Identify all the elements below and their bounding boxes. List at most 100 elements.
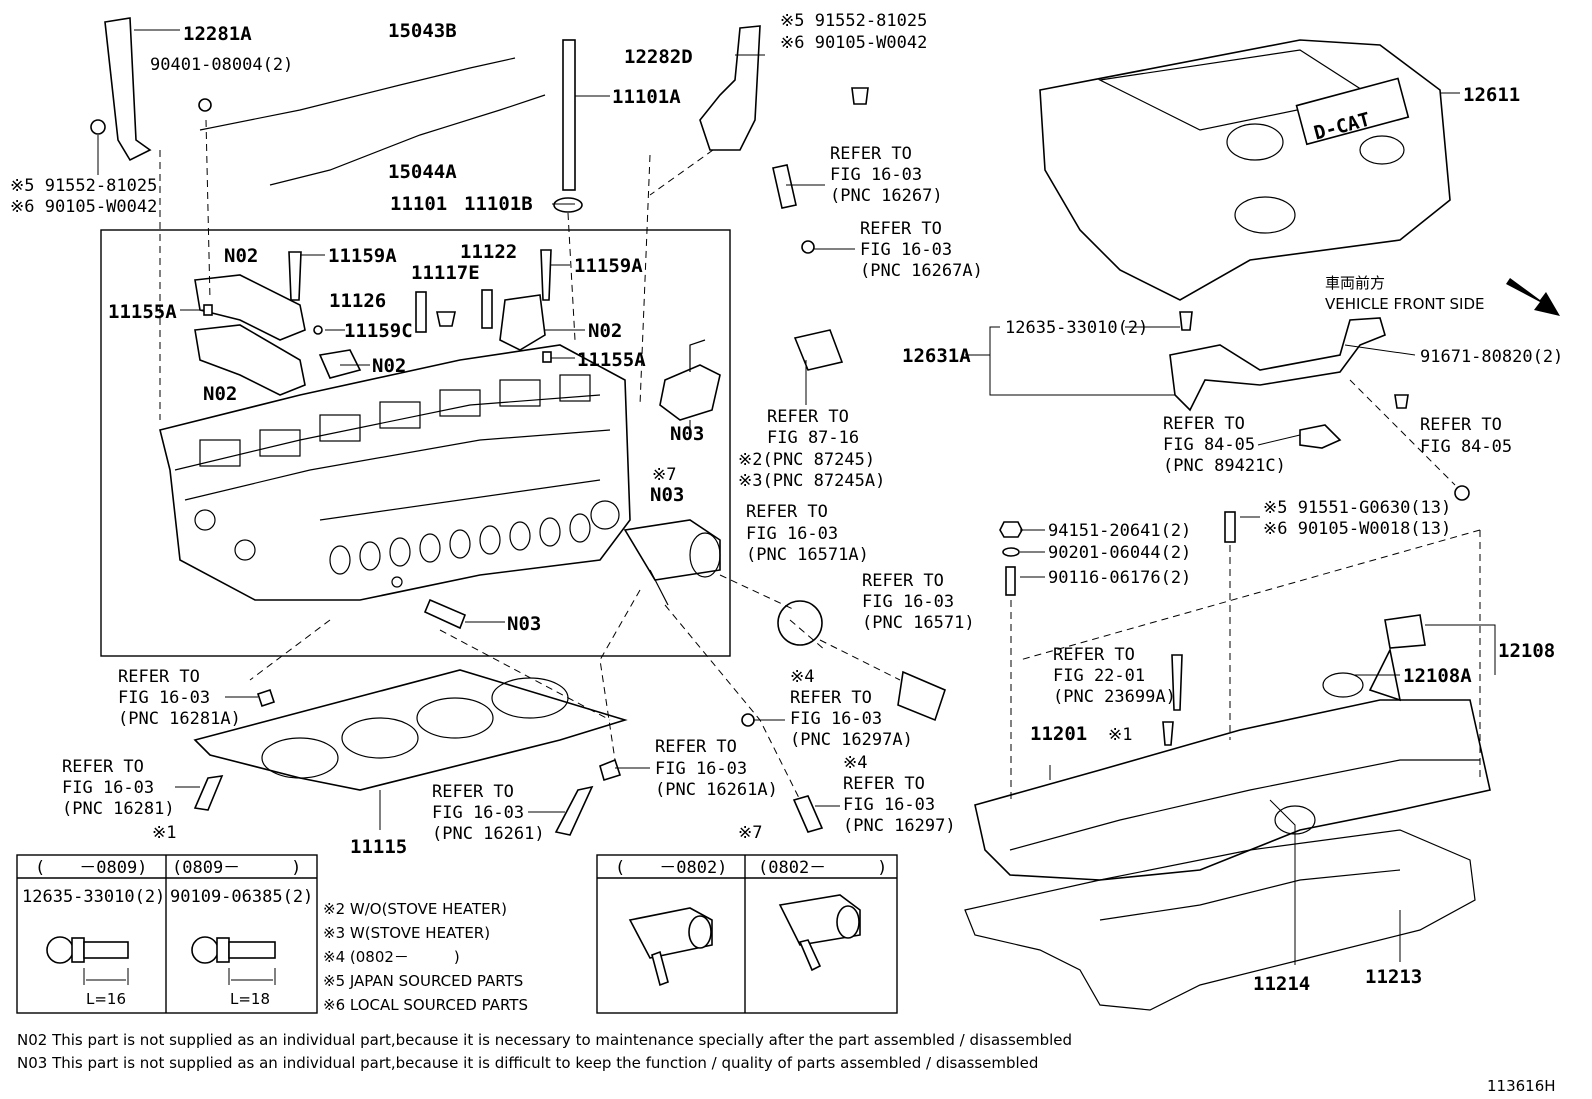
- table1-col1-length: L=16: [86, 990, 126, 1008]
- refer-blocks: REFER TO FIG 16-03 (PNC 16267) REFER TO …: [62, 144, 1512, 844]
- label-top-90105: ※6 90105-W0042: [780, 33, 927, 53]
- vehicle-front-arrow-icon: [1506, 278, 1560, 316]
- label-11201: 11201: [1030, 723, 1087, 745]
- label-N03-a: N03: [670, 423, 704, 445]
- label-11155A-a: 11155A: [108, 301, 177, 323]
- hose-drawings: [772, 164, 797, 209]
- small-part-drawings: [203, 249, 552, 363]
- refer-16281: REFER TO FIG 16-03 (PNC 16281): [62, 757, 175, 819]
- table7-mark: ※7: [738, 823, 762, 843]
- label-11126: 11126: [329, 290, 386, 312]
- refer-16261A: REFER TO FIG 16-03 (PNC 16261A): [655, 737, 778, 800]
- table1-mark: ※1: [152, 823, 176, 843]
- table1-col1-range: ( －0809): [35, 858, 147, 878]
- label-jp-front: 車両前方: [1325, 274, 1385, 292]
- refer-16571: REFER TO FIG 16-03 (PNC 16571): [862, 571, 975, 633]
- water-outlet-drawing: [659, 364, 721, 421]
- label-mark-1-cover: ※1: [1108, 725, 1132, 745]
- bracket-12281A-drawing: [104, 17, 152, 162]
- label-11159A-b: 11159A: [574, 255, 643, 277]
- label-15044A: 15044A: [388, 161, 457, 183]
- label-90201: 90201-06044(2): [1048, 543, 1191, 563]
- label-12635: 12635-33010(2): [1005, 318, 1148, 338]
- legend: ※2 W/O(STOVE HEATER) ※3 W(STOVE HEATER) …: [323, 900, 528, 1014]
- legend-2: ※2 W/O(STOVE HEATER): [323, 900, 507, 918]
- label-11122: 11122: [460, 241, 517, 263]
- label-11101: 11101: [390, 193, 447, 215]
- part-labels: 12281A 90401-08004(2) 15043B 15044A 1110…: [10, 11, 1563, 1095]
- label-N02-a: N02: [224, 245, 258, 267]
- label-91671: 91671-80820(2): [1420, 347, 1563, 367]
- label-12108: 12108: [1498, 640, 1555, 662]
- label-12631A: 12631A: [902, 345, 971, 367]
- table7-col1-range: ( －0802): [615, 858, 727, 878]
- table-mark-1: ※1 ( －0809) (0809－ ) 12635-33010(2) 9010…: [16, 823, 318, 1014]
- label-11159A-a: 11159A: [328, 245, 397, 267]
- leader-lines: [97, 29, 1496, 965]
- label-12611: 12611: [1463, 84, 1520, 106]
- label-94151: 94151-20641(2): [1048, 521, 1191, 541]
- label-12282D: 12282D: [624, 46, 693, 68]
- stud-nut-drawings: [999, 311, 1236, 596]
- refer-84-05: REFER TO FIG 84-05: [1420, 415, 1512, 457]
- harness-15043B-drawing: [199, 57, 516, 131]
- refer-16267: REFER TO FIG 16-03 (PNC 16267): [830, 144, 943, 206]
- label-91551: ※5 91551-G0630(13): [1263, 498, 1451, 518]
- label-11159C: 11159C: [344, 320, 413, 342]
- label-N02-c: N02: [588, 320, 622, 342]
- label-11155A-b: 11155A: [577, 349, 646, 371]
- refer-87245: REFER TO FIG 87-16 ※2(PNC 87245) ※3(PNC …: [738, 407, 885, 491]
- table1-col2-part: 90109-06385(2): [170, 887, 313, 907]
- refer-16267A: REFER TO FIG 16-03 (PNC 16267A): [860, 219, 983, 281]
- table-mark-7: ※7 ( －0802) (0802－ ): [596, 823, 898, 1014]
- legend-6: ※6 LOCAL SOURCED PARTS: [323, 996, 528, 1014]
- label-11115: 11115: [350, 836, 407, 858]
- note-N02: N02 This part is not supplied as an indi…: [17, 1031, 1072, 1049]
- refer-23699A: REFER TO FIG 22-01 (PNC 23699A): [1053, 645, 1176, 707]
- cylinder-head-drawing: [159, 344, 631, 601]
- legend-4: ※4 (0802－ ): [323, 948, 460, 966]
- label-11101B: 11101B: [464, 193, 533, 215]
- refer-16571A: REFER TO FIG 16-03 (PNC 16571A): [746, 502, 869, 565]
- figure-code: 113616H: [1487, 1077, 1556, 1095]
- legend-5: ※5 JAPAN SOURCED PARTS: [323, 972, 523, 990]
- table1-col2-range: (0809－ ): [172, 858, 301, 878]
- refer-16261: REFER TO FIG 16-03 (PNC 16261): [432, 782, 545, 844]
- table1-col1-part: 12635-33010(2): [22, 887, 165, 907]
- head-gasket-drawing: [193, 669, 628, 791]
- label-11214: 11214: [1253, 973, 1310, 995]
- label-N03-c: N03: [507, 613, 541, 635]
- label-15043B: 15043B: [388, 20, 457, 42]
- label-90105-W0018: ※6 90105-W0018(13): [1263, 519, 1451, 539]
- label-11213: 11213: [1365, 966, 1422, 988]
- cylinder-head-group-box: [100, 229, 731, 657]
- label-90401: 90401-08004(2): [150, 55, 293, 75]
- bolt-11101A-drawing: [562, 39, 576, 191]
- label-12108A: 12108A: [1403, 665, 1472, 687]
- label-11101A: 11101A: [612, 86, 681, 108]
- label-90116: 90116-06176(2): [1048, 568, 1191, 588]
- label-left-91552: ※5 91552-81025: [10, 176, 157, 196]
- label-12281A: 12281A: [183, 23, 252, 45]
- table7-col2-range: (0802－ ): [758, 858, 887, 878]
- cover-gasket-drawing: [964, 829, 1476, 1011]
- label-N02-d: N02: [203, 383, 237, 405]
- refer-16297A: ※4 REFER TO FIG 16-03 (PNC 16297A): [790, 667, 913, 750]
- refer-16281A: REFER TO FIG 16-03 (PNC 16281A): [118, 667, 241, 729]
- label-N03-b: N03: [650, 484, 684, 506]
- label-N02-b: N02: [372, 355, 406, 377]
- label-top-91552: ※5 91552-81025: [780, 11, 927, 31]
- head-cover-drawing: [974, 614, 1491, 881]
- bracket-12631A-drawing: [1169, 317, 1386, 412]
- refer-16297: ※4 REFER TO FIG 16-03 (PNC 16297): [843, 753, 956, 836]
- table1-col2-length: L=18: [230, 990, 270, 1008]
- refer-89421C: REFER TO FIG 84-05 (PNC 89421C): [1163, 414, 1286, 476]
- label-mark-7: ※7: [652, 465, 676, 485]
- label-left-90105: ※6 90105-W0042: [10, 197, 157, 217]
- legend-3: ※3 W(STOVE HEATER): [323, 924, 490, 942]
- bearing-cap-drawings: [194, 274, 546, 396]
- note-N03: N03 This part is not supplied as an indi…: [17, 1054, 1038, 1072]
- label-vehicle-front: VEHICLE FRONT SIDE: [1325, 295, 1485, 313]
- label-11117E: 11117E: [411, 262, 480, 284]
